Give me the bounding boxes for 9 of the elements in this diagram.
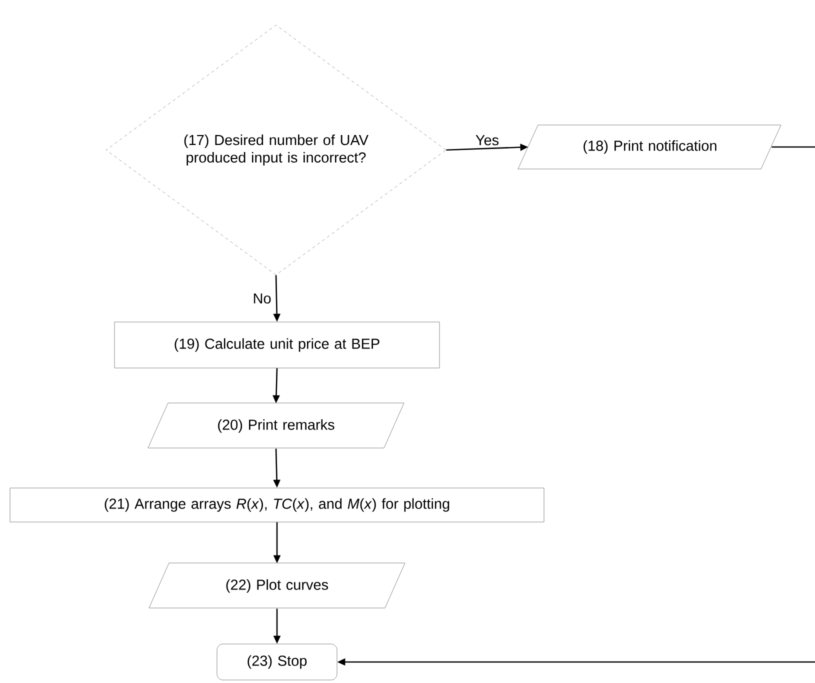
process-box: (19) Calculate unit price at BEP xyxy=(114,322,440,368)
edge-label: No xyxy=(252,292,272,305)
io-parallelogram: (20) Print remarks xyxy=(148,402,404,448)
io-parallelogram: (22) Plot curves xyxy=(148,562,406,608)
terminal-box: (23) Stop xyxy=(216,644,338,680)
process-box: (21) Arrange arrays R(x), TC(x), and M(x) for plotting xyxy=(10,488,544,522)
connector-line xyxy=(772,146,815,148)
io-parallelogram: (18) Print notification xyxy=(518,124,782,170)
edge-label: Yes xyxy=(474,134,500,146)
